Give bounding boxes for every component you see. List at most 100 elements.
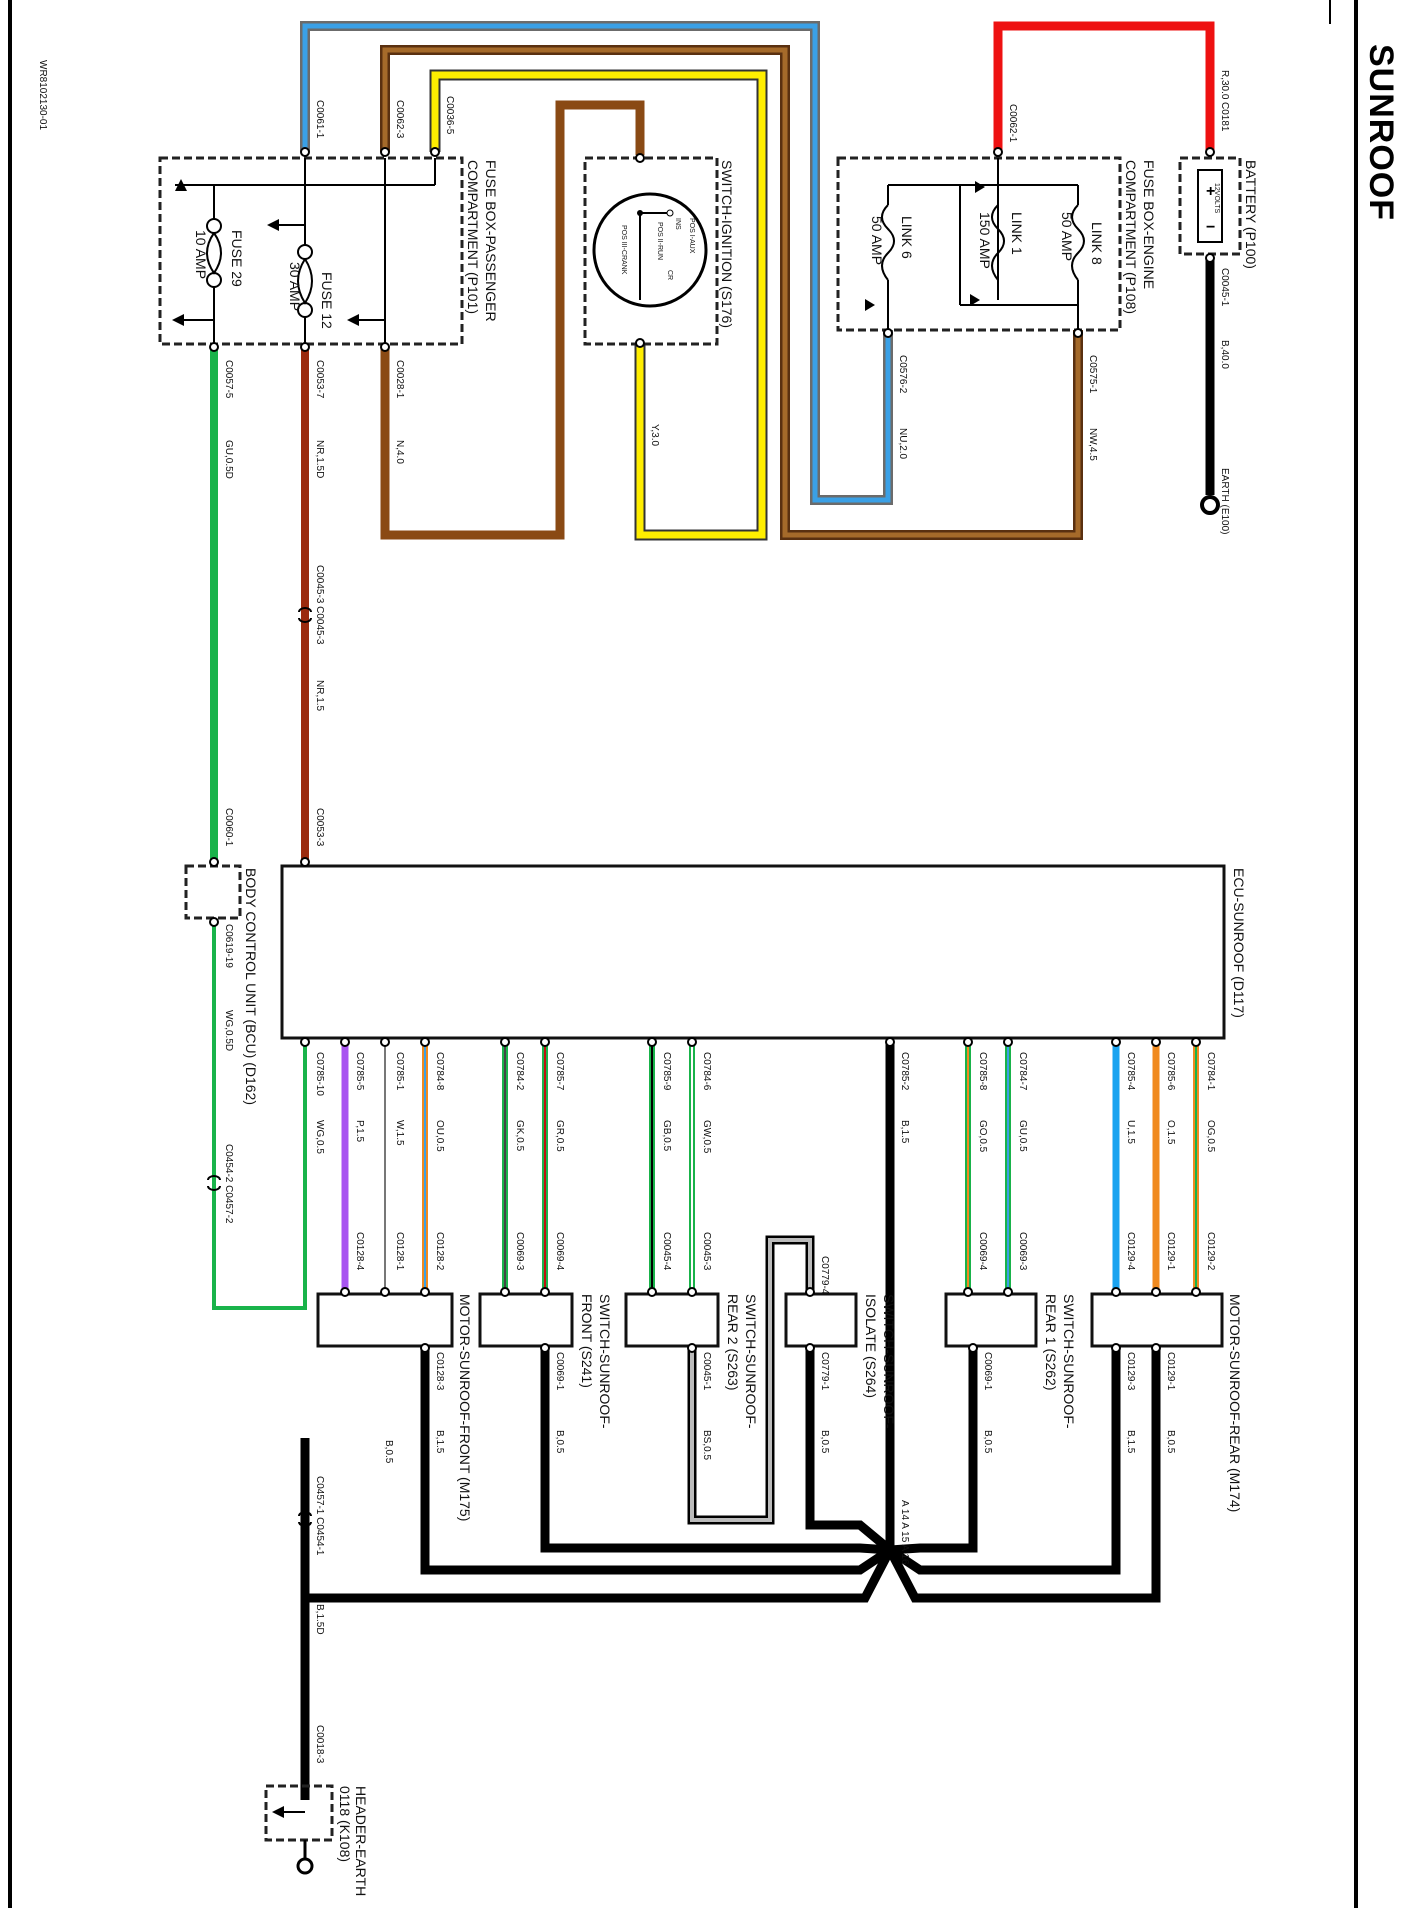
svg-text:FUSE BOX-ENGINE: FUSE BOX-ENGINE: [1141, 160, 1157, 289]
svg-text:+: +: [1206, 183, 1215, 200]
ecu-pin-dest: C0069-3: [514, 1232, 525, 1271]
svg-text:LINK 6: LINK 6: [899, 216, 915, 259]
ecu-pin-wire: GK,0.5: [514, 1120, 525, 1152]
svg-text:C0028-1: C0028-1: [394, 360, 405, 399]
ecu-pin-wire: OU,0.5: [434, 1120, 445, 1152]
svg-text:FUSE BOX-PASSENGER: FUSE BOX-PASSENGER: [483, 160, 499, 322]
wire-brown-n40: [380, 100, 645, 540]
battery-cell: [1197, 169, 1223, 243]
earth-e100-terminal: [1200, 495, 1220, 515]
fuse12-symbol: [297, 244, 313, 318]
svg-text:MOTOR-SUNROOF-FRONT (M175): MOTOR-SUNROOF-FRONT (M175): [457, 1294, 473, 1521]
svg-text:WG,0.5D: WG,0.5D: [223, 1010, 234, 1051]
switch-sunroof-front-box: [478, 1292, 574, 1348]
svg-text:FRONT (S241): FRONT (S241): [579, 1294, 595, 1388]
svg-text:Y,3.0: Y,3.0: [649, 424, 660, 446]
svg-text:C0062-3: C0062-3: [394, 100, 405, 139]
svg-text:C0069-1: C0069-1: [982, 1352, 993, 1391]
svg-text:B,0.5: B,0.5: [982, 1430, 993, 1454]
ecu-pin-wire: WG,0.5: [314, 1120, 325, 1154]
ecu-pin-wire: O,1.5: [1165, 1120, 1176, 1145]
switch-sunroof-isolate-box: [784, 1292, 858, 1348]
svg-text:GU,0.5D: GU,0.5D: [223, 440, 234, 479]
ecu-pin-pin: C0785-2: [899, 1052, 910, 1091]
switch-sunroof-rear1-box: [944, 1292, 1038, 1348]
ecu-pin-wire: GU,0.5: [1017, 1120, 1028, 1152]
svg-text:C0045-1: C0045-1: [1219, 268, 1230, 307]
fuse-box-engine: [836, 156, 1122, 332]
svg-text:REAR 1 (S262): REAR 1 (S262): [1043, 1294, 1059, 1390]
svg-text:MOTOR-SUNROOF-REAR (M174): MOTOR-SUNROOF-REAR (M174): [1227, 1294, 1243, 1512]
svg-text:LINK 8: LINK 8: [1089, 222, 1105, 265]
fuse-box-passenger: [158, 156, 464, 346]
svg-text:C0457-1 C0454-1: C0457-1 C0454-1: [314, 1476, 325, 1556]
svg-text:POS I-AUX: POS I-AUX: [688, 218, 695, 254]
ecu-pin-pin: C0784-8: [434, 1052, 445, 1091]
motor-sunroof-rear-box: [1090, 1292, 1224, 1348]
ecu-label: ECU-SUNROOF (D117): [1231, 868, 1247, 1018]
svg-text:C0129-1: C0129-1: [1165, 1352, 1176, 1391]
earth-e100-label: EARTH (E100): [1219, 468, 1230, 535]
ecu-pin-pin: C0784-2: [514, 1052, 525, 1091]
svg-text:A 14 A 15 A 16: A 14 A 15 A 16: [899, 1500, 910, 1565]
ecu-pin-wire: GR,0.5: [554, 1120, 565, 1152]
ignition-switch-box: [583, 156, 719, 346]
ecu-pin-wire: P,1.5: [354, 1120, 365, 1142]
page-title: SUNROOF: [1362, 44, 1400, 221]
ecu-pin-wire: GB,0.5: [661, 1120, 672, 1152]
svg-text:C0129-3: C0129-3: [1125, 1352, 1136, 1391]
svg-text:CR: CR: [666, 270, 673, 280]
svg-text:ISOLATE (S264): ISOLATE (S264): [863, 1294, 879, 1398]
ecu-pin-pin: C0785-9: [661, 1052, 672, 1091]
svg-text:B,0.5: B,0.5: [819, 1430, 830, 1454]
svg-text:C0576-2: C0576-2: [897, 355, 908, 394]
ecu-pin-dest: C0045-3: [701, 1232, 712, 1271]
fuse29-symbol: [206, 218, 222, 288]
svg-text:C0053-3: C0053-3: [314, 808, 325, 847]
bcu-box: [184, 864, 242, 920]
motor-sunroof-front-box: [316, 1292, 454, 1348]
svg-text:C0128-3: C0128-3: [434, 1352, 445, 1391]
svg-text:C0454-2 C0457-2: C0454-2 C0457-2: [223, 1144, 234, 1224]
ecu-pin-pin: C0785-7: [554, 1052, 565, 1091]
ecu-pin-dest: C0045-4: [661, 1232, 672, 1271]
svg-text:COMPARTMENT (P101): COMPARTMENT (P101): [465, 160, 481, 314]
header-earth-terminal: [296, 1857, 314, 1875]
svg-text:C0060-1: C0060-1: [223, 808, 234, 847]
ignition-label: SWITCH-IGNITION (S176): [719, 160, 735, 328]
ecu-pin-wire: GW,0.5: [701, 1120, 712, 1154]
svg-text:POS II-RUN: POS II-RUN: [656, 222, 663, 260]
svg-text:FUSE 29: FUSE 29: [229, 230, 245, 287]
wire-brown: [382, 47, 1081, 538]
ecu-pin-pin: C0785-1: [394, 1052, 405, 1091]
terminals: [209, 147, 1215, 1353]
svg-text:C0779-4: C0779-4: [819, 1256, 830, 1295]
link6-fuse: [881, 204, 895, 281]
svg-text:C0619-19: C0619-19: [223, 924, 234, 968]
ecu-pin-pin: C0784-1: [1205, 1052, 1216, 1091]
svg-text:C0018-3: C0018-3: [314, 1725, 325, 1764]
ecu-pin-dest: C0069-4: [554, 1232, 565, 1271]
wire-green-wg05: [212, 918, 307, 1310]
svg-text:0118 (K108): 0118 (K108): [337, 1786, 353, 1862]
battery-label: BATTERY (P100): [1243, 160, 1259, 269]
svg-text:C0062-1: C0062-1: [1007, 104, 1018, 143]
svg-text:REAR 2 (S263): REAR 2 (S263): [725, 1294, 741, 1390]
svg-text:HEADER-EARTH: HEADER-EARTH: [353, 1786, 369, 1896]
ecu-pin-wire: GO,0.5: [977, 1120, 988, 1153]
svg-text:N,4.0: N,4.0: [394, 440, 405, 464]
svg-text:C0069-1: C0069-1: [554, 1352, 565, 1391]
svg-text:C0053-7: C0053-7: [314, 360, 325, 399]
svg-text:COMPARTMENT (P108): COMPARTMENT (P108): [1123, 160, 1139, 314]
switch-sunroof-rear2-box: [624, 1292, 720, 1348]
ecu-pin-pin: C0785-8: [977, 1052, 988, 1091]
svg-text:B,0.5: B,0.5: [554, 1430, 565, 1454]
svg-text:C0036-5: C0036-5: [444, 96, 455, 135]
ecu-pin-wire: W,1.5: [394, 1120, 405, 1146]
svg-text:POS III-CRANK: POS III-CRANK: [620, 225, 627, 275]
wire-grey-isolate: [690, 1238, 812, 1522]
svg-text:BS,0.5: BS,0.5: [701, 1430, 712, 1460]
svg-text:INS: INS: [674, 218, 681, 230]
svg-text:SWITCH-SUNROOF-: SWITCH-SUNROOF-: [1061, 1294, 1077, 1429]
